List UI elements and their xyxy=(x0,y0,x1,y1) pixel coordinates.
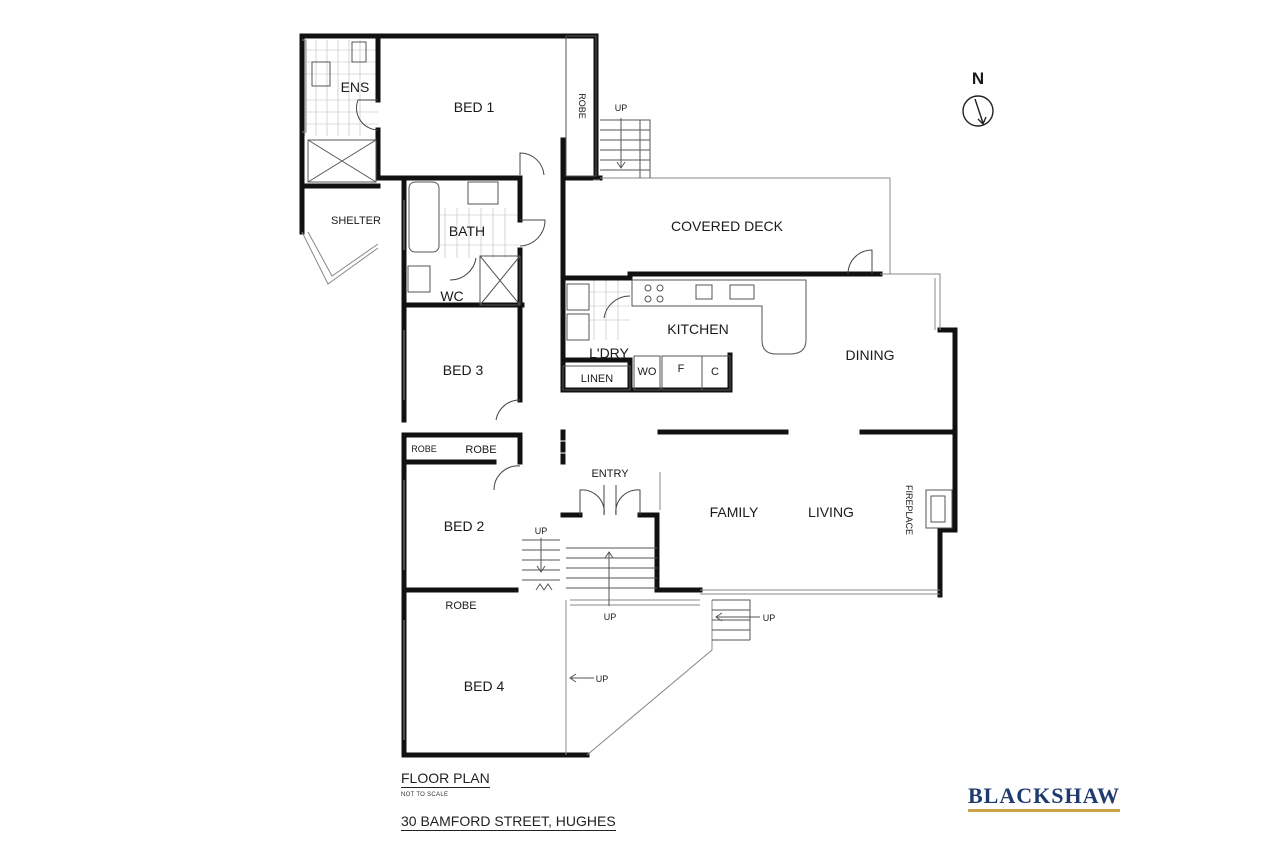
label-ens: ENS xyxy=(341,79,370,95)
label-linen: LINEN xyxy=(581,373,613,385)
label-bath: BATH xyxy=(449,223,485,239)
label-up-path: UP xyxy=(596,674,609,684)
label-robe-bed3: ROBE xyxy=(465,444,496,456)
plan-title: FLOOR PLAN xyxy=(401,770,490,788)
compass-arrow-icon xyxy=(974,98,984,124)
stair-labels: UP UP UP UP UP xyxy=(535,103,776,684)
room-labels: ENS BED 1 ROBE SHELTER BATH WC COVERED D… xyxy=(331,79,914,694)
stair-path xyxy=(569,673,594,683)
label-bed1: BED 1 xyxy=(454,99,495,115)
label-bed4: BED 4 xyxy=(464,678,505,694)
label-covered-deck: COVERED DECK xyxy=(671,218,784,234)
label-cupboard: C xyxy=(711,366,719,378)
scale-note: NOT TO SCALE xyxy=(401,792,449,798)
label-fridge: F xyxy=(678,363,685,375)
label-shelter: SHELTER xyxy=(331,215,381,227)
label-living: LIVING xyxy=(808,504,854,520)
north-compass: N xyxy=(962,69,994,127)
label-bed2: BED 2 xyxy=(444,518,485,534)
doors xyxy=(355,99,873,516)
stairs xyxy=(522,118,760,683)
label-kitchen: KITCHEN xyxy=(667,321,728,337)
label-robe-bed1: ROBE xyxy=(577,93,587,119)
label-up-entry: UP xyxy=(604,612,617,622)
compass-label: N xyxy=(972,69,984,88)
label-family: FAMILY xyxy=(710,504,759,520)
label-wc: WC xyxy=(440,288,463,304)
label-up-front: UP xyxy=(763,613,776,623)
stair-bed1-deck xyxy=(600,118,651,178)
stair-hall xyxy=(522,538,560,591)
label-robe-bed2: ROBE xyxy=(445,600,476,612)
property-address: 30 BAMFORD STREET, HUGHES xyxy=(401,813,616,831)
windows-and-outlines xyxy=(301,35,941,756)
label-laundry: L'DRY xyxy=(589,345,629,361)
stair-entry xyxy=(566,547,657,606)
brand-logo: BLACKSHAW xyxy=(968,784,1121,812)
label-robe-small: ROBE xyxy=(411,444,437,454)
label-bed3: BED 3 xyxy=(443,362,484,378)
label-entry: ENTRY xyxy=(591,468,629,480)
tile-floor xyxy=(303,40,630,340)
label-up-bed1-deck: UP xyxy=(615,103,628,113)
label-up-hall: UP xyxy=(535,526,548,536)
label-dining: DINING xyxy=(846,347,895,363)
label-fireplace: FIREPLACE xyxy=(904,485,914,535)
walls xyxy=(299,33,958,758)
stair-front xyxy=(712,599,760,641)
label-wo: WO xyxy=(638,366,657,378)
fixtures xyxy=(307,41,953,529)
